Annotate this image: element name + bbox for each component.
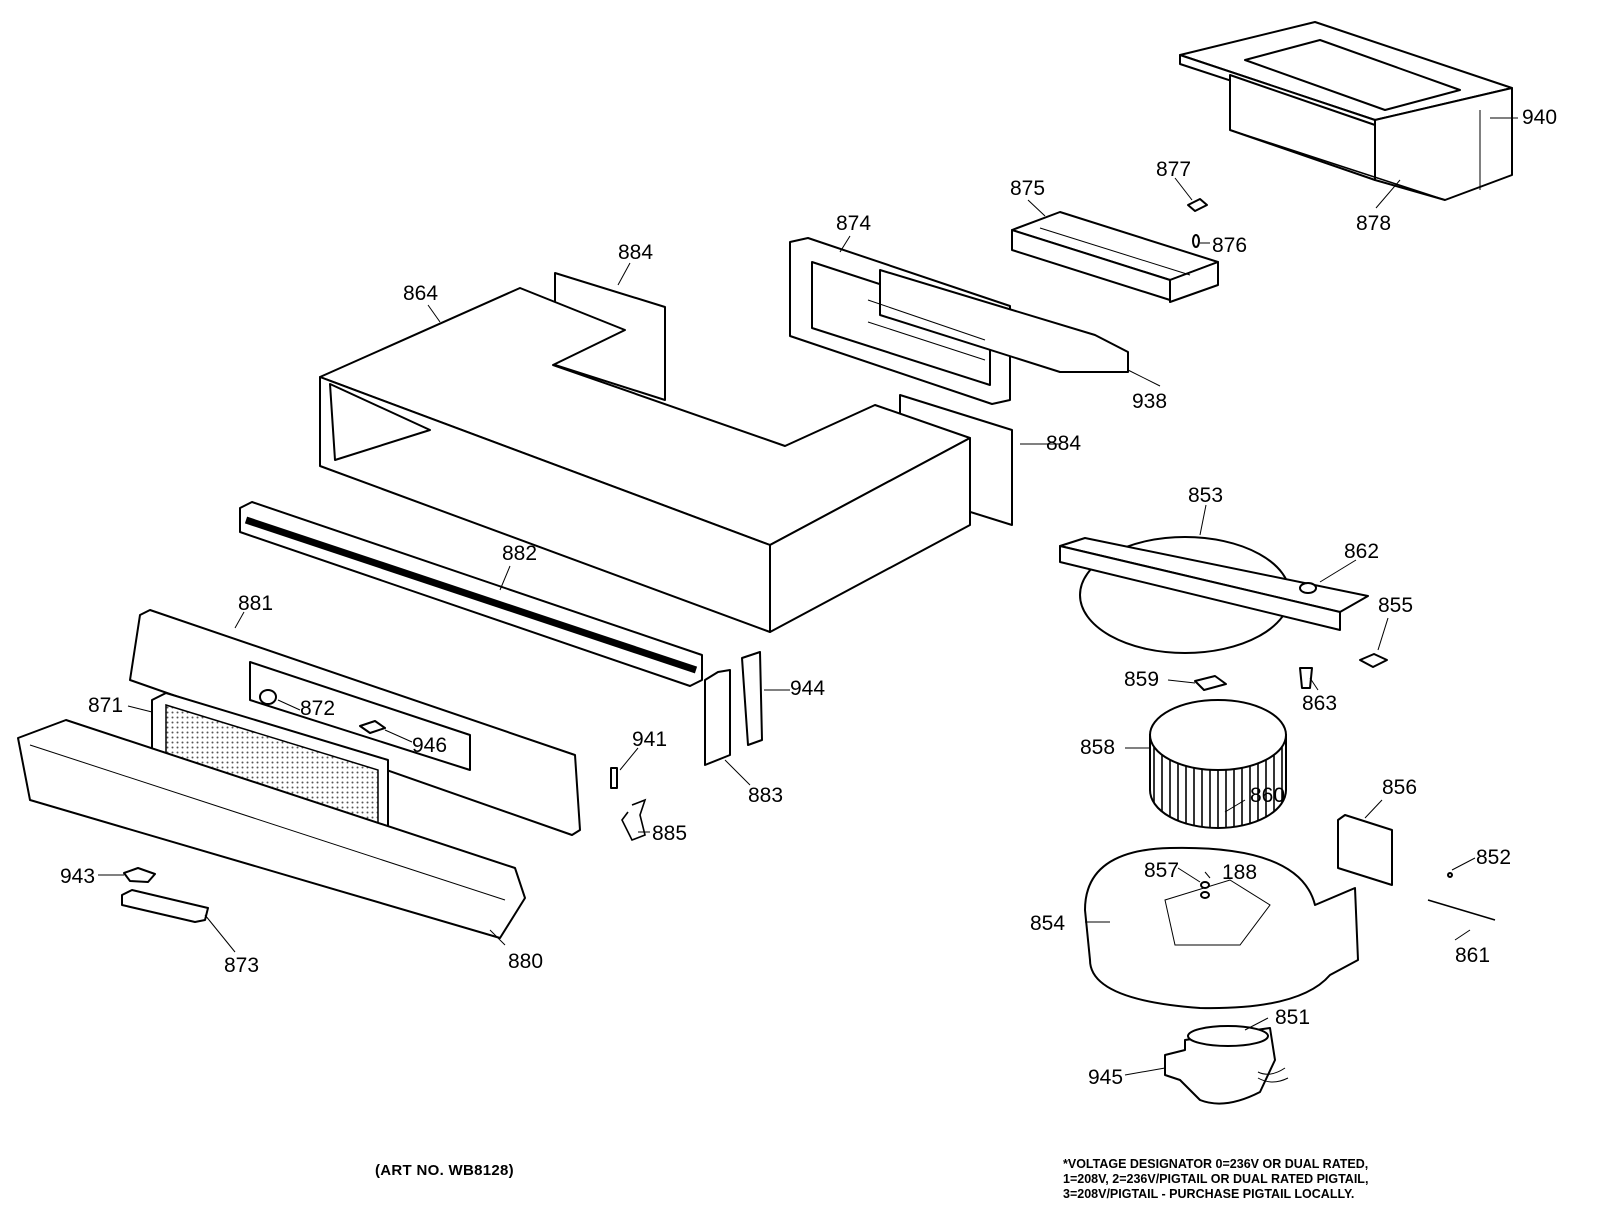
motor-part: [1164, 1025, 1289, 1105]
part-labels: 940 878 877 875 876 874 884 864 938 884 …: [60, 106, 1557, 1089]
part-label-860: 860: [1250, 784, 1285, 807]
part-label-871: 871: [88, 694, 123, 717]
part-label-851: 851: [1275, 1006, 1310, 1029]
part-label-884-side: 884: [1046, 432, 1081, 455]
side-trim-parts: [704, 651, 763, 766]
part-label-859: 859: [1124, 668, 1159, 691]
cabinet-part: [319, 272, 1013, 633]
latch-parts: [610, 767, 647, 842]
switch-part: [1187, 198, 1208, 248]
footnote-line-2: 1=208V, 2=236V/PIGTAIL OR DUAL RATED PIG…: [1063, 1172, 1369, 1186]
footnote-line-1: *VOLTAGE DESIGNATOR 0=236V OR DUAL RATED…: [1063, 1157, 1369, 1171]
part-label-852: 852: [1476, 846, 1511, 869]
part-label-872: 872: [300, 697, 335, 720]
part-label-944: 944: [790, 677, 825, 700]
part-label-864: 864: [403, 282, 438, 305]
part-label-861: 861: [1455, 944, 1490, 967]
part-label-188: 188: [1222, 861, 1257, 884]
blower-plate-part: [1059, 536, 1369, 654]
part-label-876: 876: [1212, 234, 1247, 257]
part-label-853: 853: [1188, 484, 1223, 507]
control-frame-part: [789, 237, 1129, 405]
part-label-938: 938: [1132, 390, 1167, 413]
leader-lines: [98, 117, 1518, 1076]
part-label-863: 863: [1302, 692, 1337, 715]
part-label-945: 945: [1088, 1066, 1123, 1089]
part-label-885: 885: [652, 822, 687, 845]
part-label-855: 855: [1378, 594, 1413, 617]
part-label-940: 940: [1522, 106, 1557, 129]
blower-wheel-part: [1149, 699, 1287, 829]
part-label-884-top: 884: [618, 241, 653, 264]
part-label-862: 862: [1344, 540, 1379, 563]
front-trim-part: [17, 719, 526, 939]
control-panel-part: [129, 609, 581, 836]
part-label-881: 881: [238, 592, 273, 615]
part-label-941: 941: [632, 728, 667, 751]
blower-bracket-part: [1011, 211, 1219, 303]
part-label-883: 883: [748, 784, 783, 807]
blower-housing-part: [1084, 846, 1359, 1010]
part-label-943: 943: [60, 865, 95, 888]
part-label-854: 854: [1030, 912, 1065, 935]
art-number: (ART NO. WB8128): [375, 1162, 514, 1179]
part-label-880: 880: [508, 950, 543, 973]
part-label-858: 858: [1080, 736, 1115, 759]
part-label-856: 856: [1382, 776, 1417, 799]
footnote-line-3: 3=208V/PIGTAIL - PURCHASE PIGTAIL LOCALL…: [1063, 1187, 1355, 1201]
part-label-882: 882: [502, 542, 537, 565]
duct-housing-part: [1179, 21, 1513, 201]
part-label-878: 878: [1356, 212, 1391, 235]
harness-part: [1427, 872, 1496, 921]
trim-channel-part: [239, 501, 703, 687]
part-label-857: 857: [1144, 859, 1179, 882]
part-label-874: 874: [836, 212, 871, 235]
part-label-877: 877: [1156, 158, 1191, 181]
part-label-946: 946: [412, 734, 447, 757]
part-label-875: 875: [1010, 177, 1045, 200]
damper-plate-part: [1337, 814, 1393, 886]
voltage-designator-footnote: *VOLTAGE DESIGNATOR 0=236V OR DUAL RATED…: [1063, 1157, 1583, 1202]
part-label-873: 873: [224, 954, 259, 977]
knob-trim-parts: [121, 867, 209, 923]
